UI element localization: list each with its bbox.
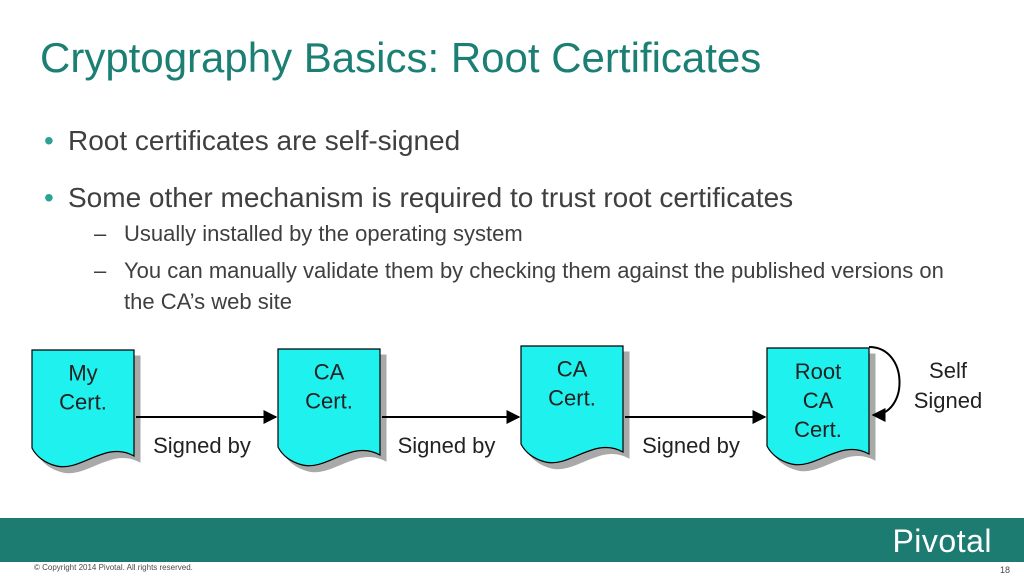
sub-bullet-item: – Usually installed by the operating sys…: [44, 218, 1004, 249]
certificate-label: Cert.: [794, 417, 842, 442]
certificate-label: Cert.: [548, 386, 596, 411]
sub-bullet-item: – You can manually validate them by chec…: [44, 255, 964, 317]
self-signed-label: Signed: [914, 388, 983, 413]
document-icon: [31, 349, 135, 468]
copyright-text: © Copyright 2014 Pivotal. All rights res…: [34, 563, 193, 572]
certificate-label: Root: [795, 359, 841, 384]
certificate-label: CA: [803, 388, 834, 413]
self-signed-label: Self: [929, 358, 968, 383]
bullet-item: • Root certificates are self-signed: [44, 124, 1004, 158]
bullet-list: • Root certificates are self-signed • So…: [44, 124, 1004, 317]
signed-by-label: Signed by: [642, 433, 740, 458]
certificate-label: Cert.: [59, 390, 107, 415]
document-icon: [520, 345, 624, 464]
dash-icon: –: [94, 258, 107, 283]
document-icon: [277, 348, 381, 467]
self-signed-arrow: [868, 346, 901, 422]
certificate-label: CA: [314, 360, 345, 385]
certificate-label: CA: [557, 357, 588, 382]
bullet-text: Some other mechanism is required to trus…: [68, 182, 794, 213]
certificate-box: CA Cert.: [277, 348, 387, 473]
signed-by-label: Signed by: [398, 433, 496, 458]
certificate-box: CA Cert.: [520, 345, 630, 470]
document-icon: [766, 347, 870, 466]
bullet-dot-icon: •: [44, 182, 54, 213]
sub-bullet-text: You can manually validate them by checki…: [124, 258, 944, 314]
slide-title: Cryptography Basics: Root Certificates: [40, 34, 762, 81]
page-number: 18: [999, 565, 1010, 575]
bullet-dot-icon: •: [44, 125, 54, 156]
pivotal-logo: Pivotal: [892, 523, 992, 559]
bullet-item: • Some other mechanism is required to tr…: [44, 181, 1004, 215]
signed-by-label: Signed by: [153, 433, 251, 458]
dash-icon: –: [94, 221, 107, 246]
certificate-label: My: [68, 361, 97, 386]
certificate-label: Cert.: [305, 389, 353, 414]
bullet-text: Root certificates are self-signed: [68, 125, 461, 156]
sub-bullet-text: Usually installed by the operating syste…: [124, 221, 523, 246]
footer-bar: Pivotal: [0, 518, 1024, 562]
